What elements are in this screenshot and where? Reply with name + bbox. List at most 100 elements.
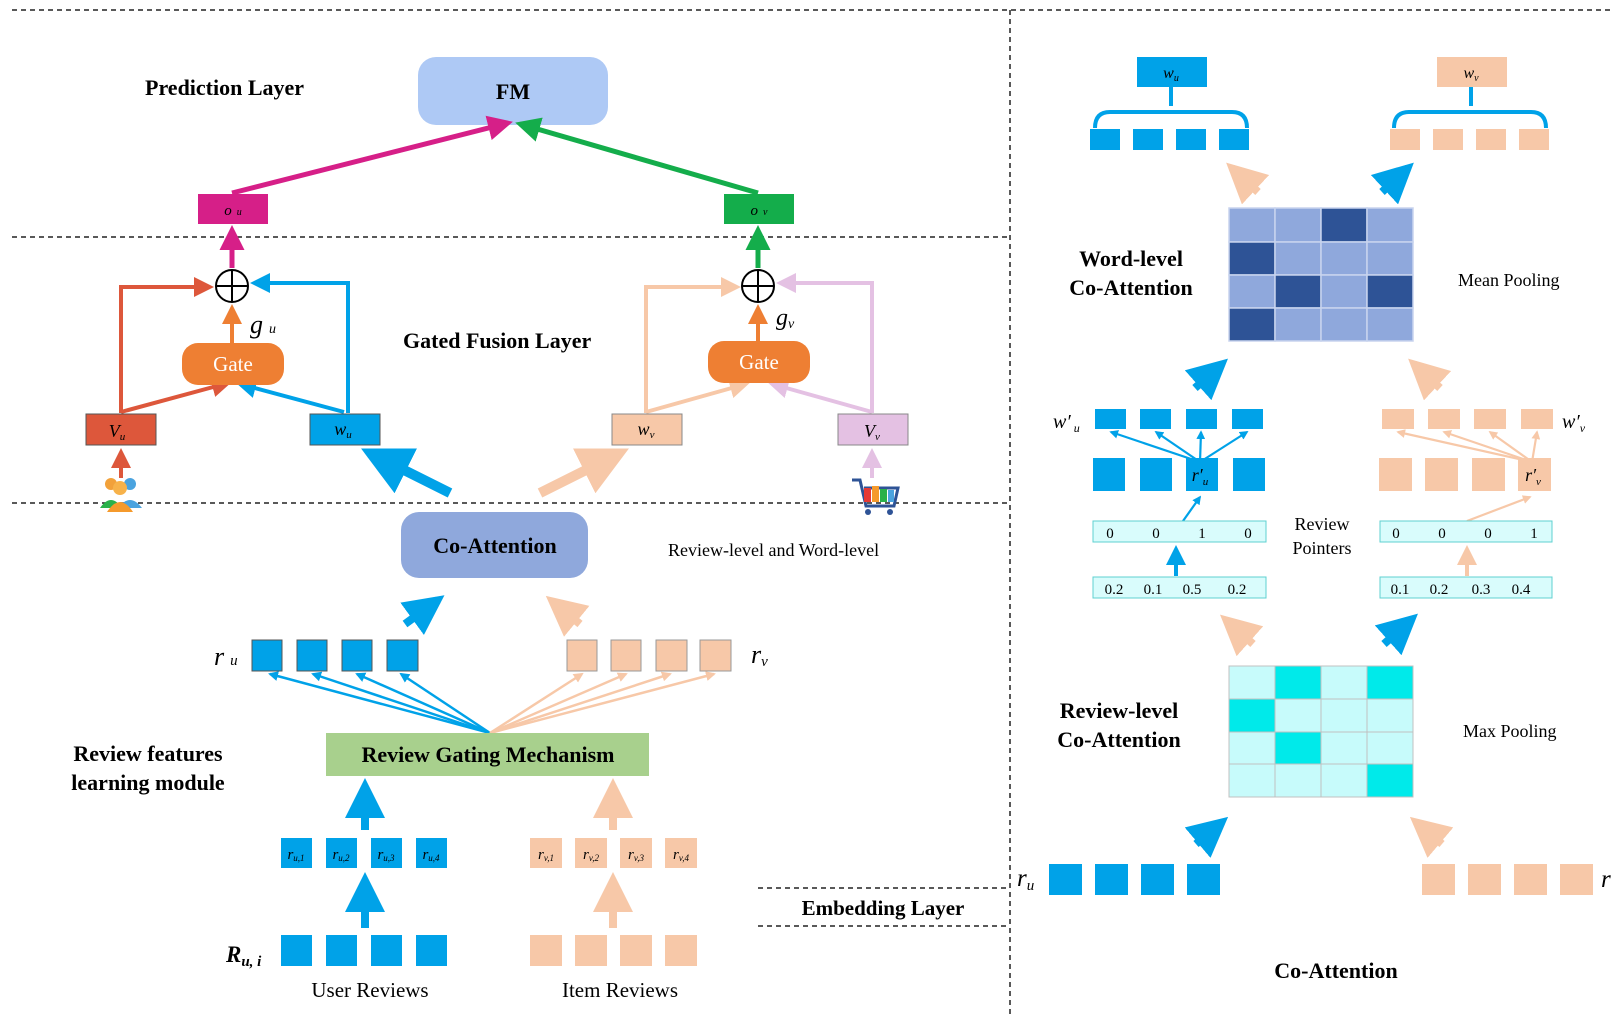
item-sum-operator (741, 269, 775, 303)
vu-box (85, 413, 157, 446)
probs-to-pointer-arrows (1166, 545, 1477, 576)
ou-arrow (231, 115, 513, 196)
wu-top-box (1137, 57, 1207, 87)
ru-bottom-vector (1049, 864, 1220, 895)
pointer-v-value: 0 (1438, 526, 1446, 542)
rv-item-box (575, 838, 607, 868)
to-review-reps-arrows (345, 872, 633, 928)
item-gate-label: Gate (739, 350, 779, 374)
rv-item-label: rv,1 (538, 847, 554, 863)
item-review-cell (575, 935, 607, 966)
rv-vector-cell (699, 639, 732, 672)
to-review-matrix-arrows (1184, 816, 1454, 858)
embedding-layer-label: Embedding Layer (802, 896, 965, 920)
wv-label: wv (638, 419, 655, 441)
co-attention-label: Co-Attention (433, 533, 556, 558)
item-review-cell (530, 935, 562, 966)
w-prime-v-vector (1382, 409, 1553, 429)
review-gating-mechanism-label: Review Gating Mechanism (362, 742, 615, 767)
gv-label: gv (776, 305, 795, 332)
wu-word-vector (1090, 129, 1249, 150)
rv-bottom-cell (1514, 864, 1547, 895)
user-review-cell (326, 935, 357, 966)
user-fusion-arrows (111, 225, 453, 498)
user-review-cell (281, 935, 312, 966)
ru-item-box (326, 838, 357, 868)
mean-pooling-label: Mean Pooling (1458, 270, 1560, 290)
wv-word-cell (1476, 129, 1506, 150)
rv-bottom-vector (1422, 864, 1593, 895)
wv-word-cell (1519, 129, 1549, 150)
ru-item-box (371, 838, 402, 868)
wv-box (611, 413, 683, 446)
ou-box (198, 194, 268, 224)
rv-item-box (530, 838, 562, 868)
wu-label: wu (334, 419, 352, 441)
vv-label: Vv (864, 421, 880, 443)
ru-item-label: ru,4 (422, 847, 440, 863)
item-review-cell (620, 935, 652, 966)
user-gate-box (182, 343, 284, 385)
prob-v-value: 0.2 (1430, 582, 1449, 598)
wv-top-box (1437, 57, 1507, 87)
review-level-label-line2: Co-Attention (1057, 727, 1180, 752)
rv-bottom-label: r (1601, 866, 1611, 893)
review-level-label-line1: Review-level (1060, 698, 1179, 723)
item-review-cell (665, 935, 697, 966)
user-gate-label: Gate (213, 352, 253, 376)
review-pointers-label-line2: Pointers (1292, 538, 1351, 558)
max-pooling-label: Max Pooling (1463, 721, 1557, 741)
vu-label: Vu (109, 421, 126, 443)
pointer-u-value: 1 (1198, 526, 1206, 542)
item-review-reps: rv,1 rv,2 rv,3 rv,4 (530, 838, 697, 868)
ru-vector-cell (341, 639, 373, 672)
pointer-v-value: 1 (1530, 526, 1538, 542)
ru-item-label: ru,1 (287, 847, 304, 863)
co-attention-box (401, 512, 588, 578)
rv-vector-cell (566, 639, 598, 672)
ru-bottom-cell (1049, 864, 1082, 895)
ru-vector (251, 639, 419, 672)
prob-v-value: 0.3 (1472, 582, 1491, 598)
ov-arrow (515, 117, 759, 196)
fm-box (418, 57, 608, 125)
prob-u-value: 0.5 (1183, 582, 1202, 598)
w-prime-u-vector (1095, 409, 1263, 429)
prob-u-value: 0.2 (1228, 582, 1247, 598)
wu-word-cell (1219, 129, 1249, 150)
word-level-label-line1: Word-level (1079, 246, 1183, 271)
item-reviews-label: Item Reviews (562, 978, 678, 1002)
rv-vector-cell (655, 639, 688, 672)
wu-top-label: wu (1163, 65, 1179, 84)
r-prime-v-label: r′v (1525, 465, 1541, 488)
pointer-v-value: 0 (1392, 526, 1400, 542)
user-reviews-label: User Reviews (311, 978, 428, 1002)
prob-v-value: 0.4 (1512, 582, 1531, 598)
item-reviews-embedding (530, 935, 697, 966)
co-attention-caption: Co-Attention (1274, 958, 1397, 983)
review-vector-u (1093, 458, 1265, 491)
gated-fusion-layer-label: Gated Fusion Layer (403, 328, 591, 353)
ru-item-label: ru,3 (377, 847, 395, 863)
r-prime-u-fanout (1109, 430, 1249, 464)
ru-vector-cell (296, 639, 328, 672)
rv-item-box (665, 838, 697, 868)
wu-box (309, 413, 381, 446)
to-word-matrix-arrows (1184, 358, 1452, 401)
user-review-cell (416, 935, 447, 966)
rv-item-label: rv,3 (628, 847, 644, 863)
rv-vector (566, 639, 732, 672)
rgm-fanout-arrows (268, 671, 716, 735)
user-review-reps: ru,1 ru,2 ru,3 ru,4 (281, 838, 447, 868)
ru-vector-cell (251, 639, 283, 672)
rv-item-box (620, 838, 652, 868)
rui-label: Ru, i (225, 942, 262, 970)
pointer-row-v (1379, 520, 1553, 543)
prob-u-value: 0.2 (1105, 582, 1124, 598)
ru-bottom-cell (1187, 864, 1220, 895)
user-review-cell (371, 935, 402, 966)
r-prime-u-label: r′u (1192, 465, 1209, 488)
